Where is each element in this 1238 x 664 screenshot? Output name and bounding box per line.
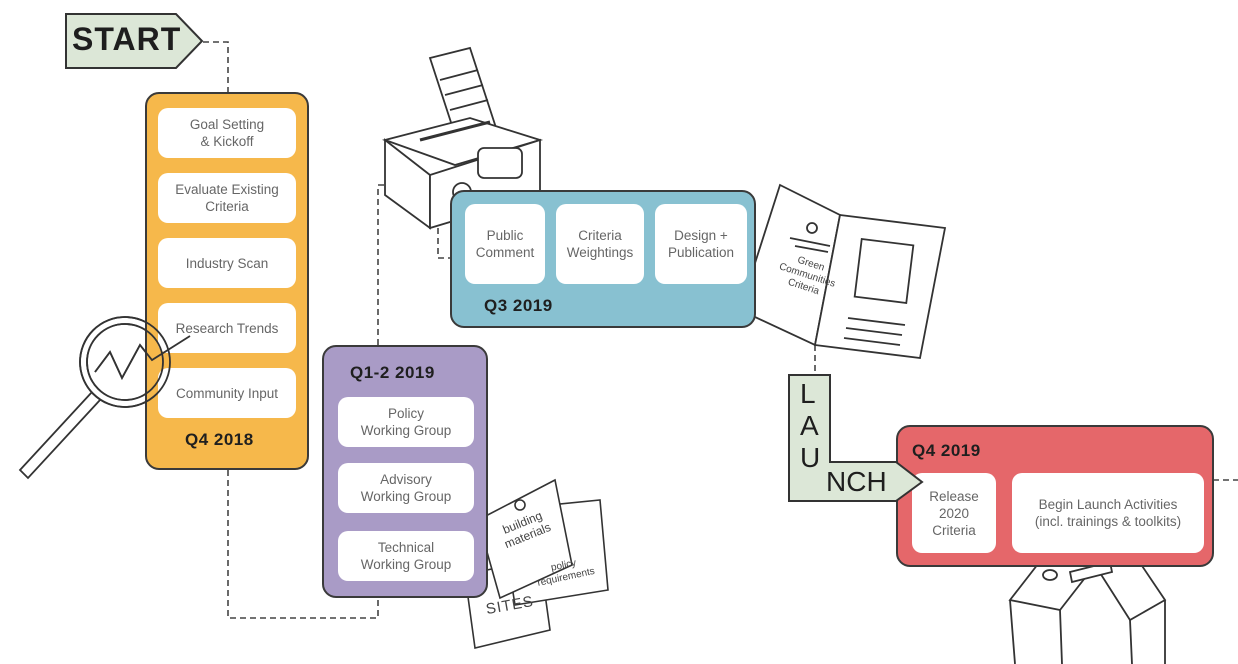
launch-letter-u: U <box>800 442 821 473</box>
launch-tag-shape <box>788 374 924 502</box>
launch-letters-nch: NCH <box>826 466 887 497</box>
q3-entry-connector <box>437 228 452 259</box>
q4-2019-item-release-criteria: Release 2020 Criteria <box>912 473 996 553</box>
q3-2019-title: Q3 2019 <box>484 296 553 315</box>
q4-2019-title: Q4 2019 <box>912 441 981 460</box>
launch-letter-l: L <box>800 378 816 409</box>
q1-2-2019-item-advisory: Advisory Working Group <box>338 463 474 513</box>
q4-2018-panel: Goal Setting & Kickoff Evaluate Existing… <box>145 92 309 470</box>
start-label: START <box>72 21 182 57</box>
start-tag: START <box>64 12 204 70</box>
q3-2019-item-public-comment: Public Comment <box>465 204 545 284</box>
q4-2019-panel: Q4 2019 Release 2020 Criteria Begin Laun… <box>896 425 1214 567</box>
q4-2018-item-industry-scan: Industry Scan <box>158 238 296 288</box>
q3-2019-item-design-publication: Design + Publication <box>655 204 747 284</box>
q4-q12-connector <box>227 470 379 619</box>
q12-up-connector <box>377 184 385 345</box>
booklet-icon <box>738 183 947 359</box>
launch-letter-a: A <box>800 410 819 441</box>
q1-2-2019-item-technical: Technical Working Group <box>338 531 474 581</box>
q1-2-2019-item-policy: Policy Working Group <box>338 397 474 447</box>
q4-2018-title: Q4 2018 <box>185 430 254 449</box>
start-tag-shape <box>65 13 204 69</box>
launch-tag: L A U NCH <box>786 372 926 504</box>
q3-2019-panel: Public Comment Criteria Weightings Desig… <box>450 190 756 328</box>
q4-2019-item-launch-activities: Begin Launch Activities (incl. trainings… <box>1012 473 1204 553</box>
q1-2-2019-panel: Q1-2 2019 Policy Working Group Advisory … <box>322 345 488 598</box>
start-connector <box>203 41 229 92</box>
q4-2018-item-community-input: Community Input <box>158 368 296 418</box>
q3-2019-item-criteria-weightings: Criteria Weightings <box>556 204 644 284</box>
q1-2-2019-title: Q1-2 2019 <box>350 363 435 382</box>
q4-2018-item-evaluate-criteria: Evaluate Existing Criteria <box>158 173 296 223</box>
q4-2018-item-research-trends: Research Trends <box>158 303 296 353</box>
q4-2018-item-goal-setting: Goal Setting & Kickoff <box>158 108 296 158</box>
